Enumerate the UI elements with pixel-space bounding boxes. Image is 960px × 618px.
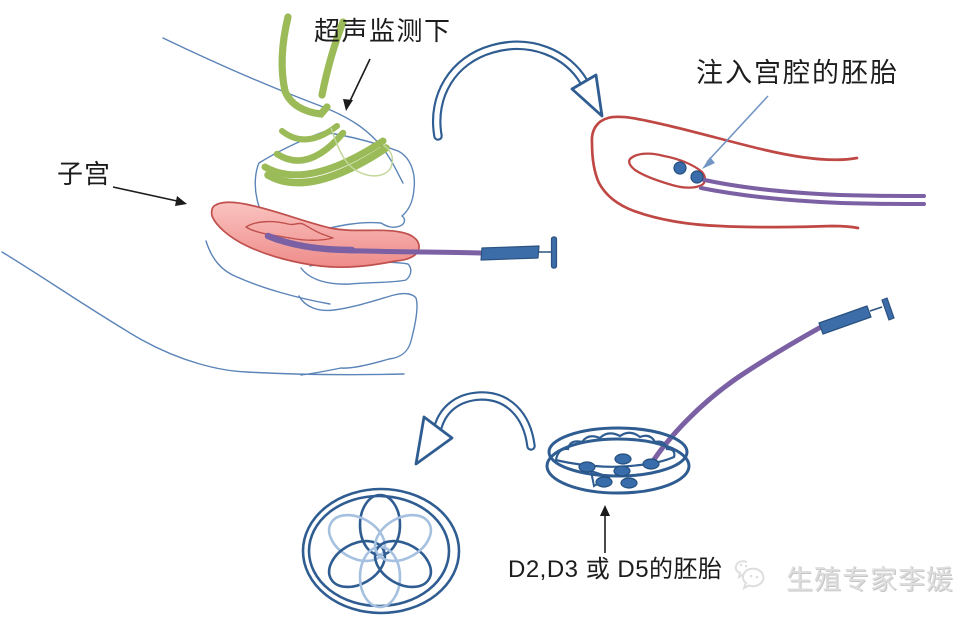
wechat-icon — [734, 560, 765, 591]
transfer-catheter — [264, 232, 558, 269]
embryo-syringe — [648, 297, 895, 467]
label-uterus: 子宫 — [57, 159, 112, 189]
uterus-shape — [210, 201, 420, 269]
catheter-tubes — [698, 177, 926, 206]
body-outline-sketch — [1, 37, 418, 376]
watermark: 生殖专家李媛 — [733, 556, 954, 598]
uterus-closeup — [590, 95, 926, 230]
label-arrows — [112, 58, 610, 553]
embryo-pointer-arrow — [702, 95, 769, 169]
ultrasound-probe-icon — [261, 13, 394, 187]
syringe-plunger — [881, 297, 895, 321]
syringe-handle — [480, 236, 558, 269]
curved-arrow-left-icon — [414, 391, 536, 466]
dish-label-arrow — [600, 505, 610, 553]
syringe-handle — [818, 305, 872, 335]
label-dish-embryos: D2,D3 或 D5的胚胎 — [508, 556, 723, 583]
dish-embryo-dots — [578, 453, 660, 489]
uterus-label-arrow — [112, 186, 187, 206]
watermark-text: 生殖专家李媛 — [786, 564, 954, 595]
label-ultrasound-monitoring: 超声监测下 — [314, 16, 452, 46]
syringe-plunger — [550, 236, 558, 269]
petri-dish — [545, 426, 691, 495]
ultrasound-label-arrow — [343, 58, 371, 111]
label-injected-embryos: 注入宫腔的胚胎 — [696, 58, 899, 88]
blastocyst-icon — [301, 487, 461, 615]
curved-arrow-right-icon — [432, 40, 604, 141]
injected-embryo-dots — [673, 161, 704, 184]
